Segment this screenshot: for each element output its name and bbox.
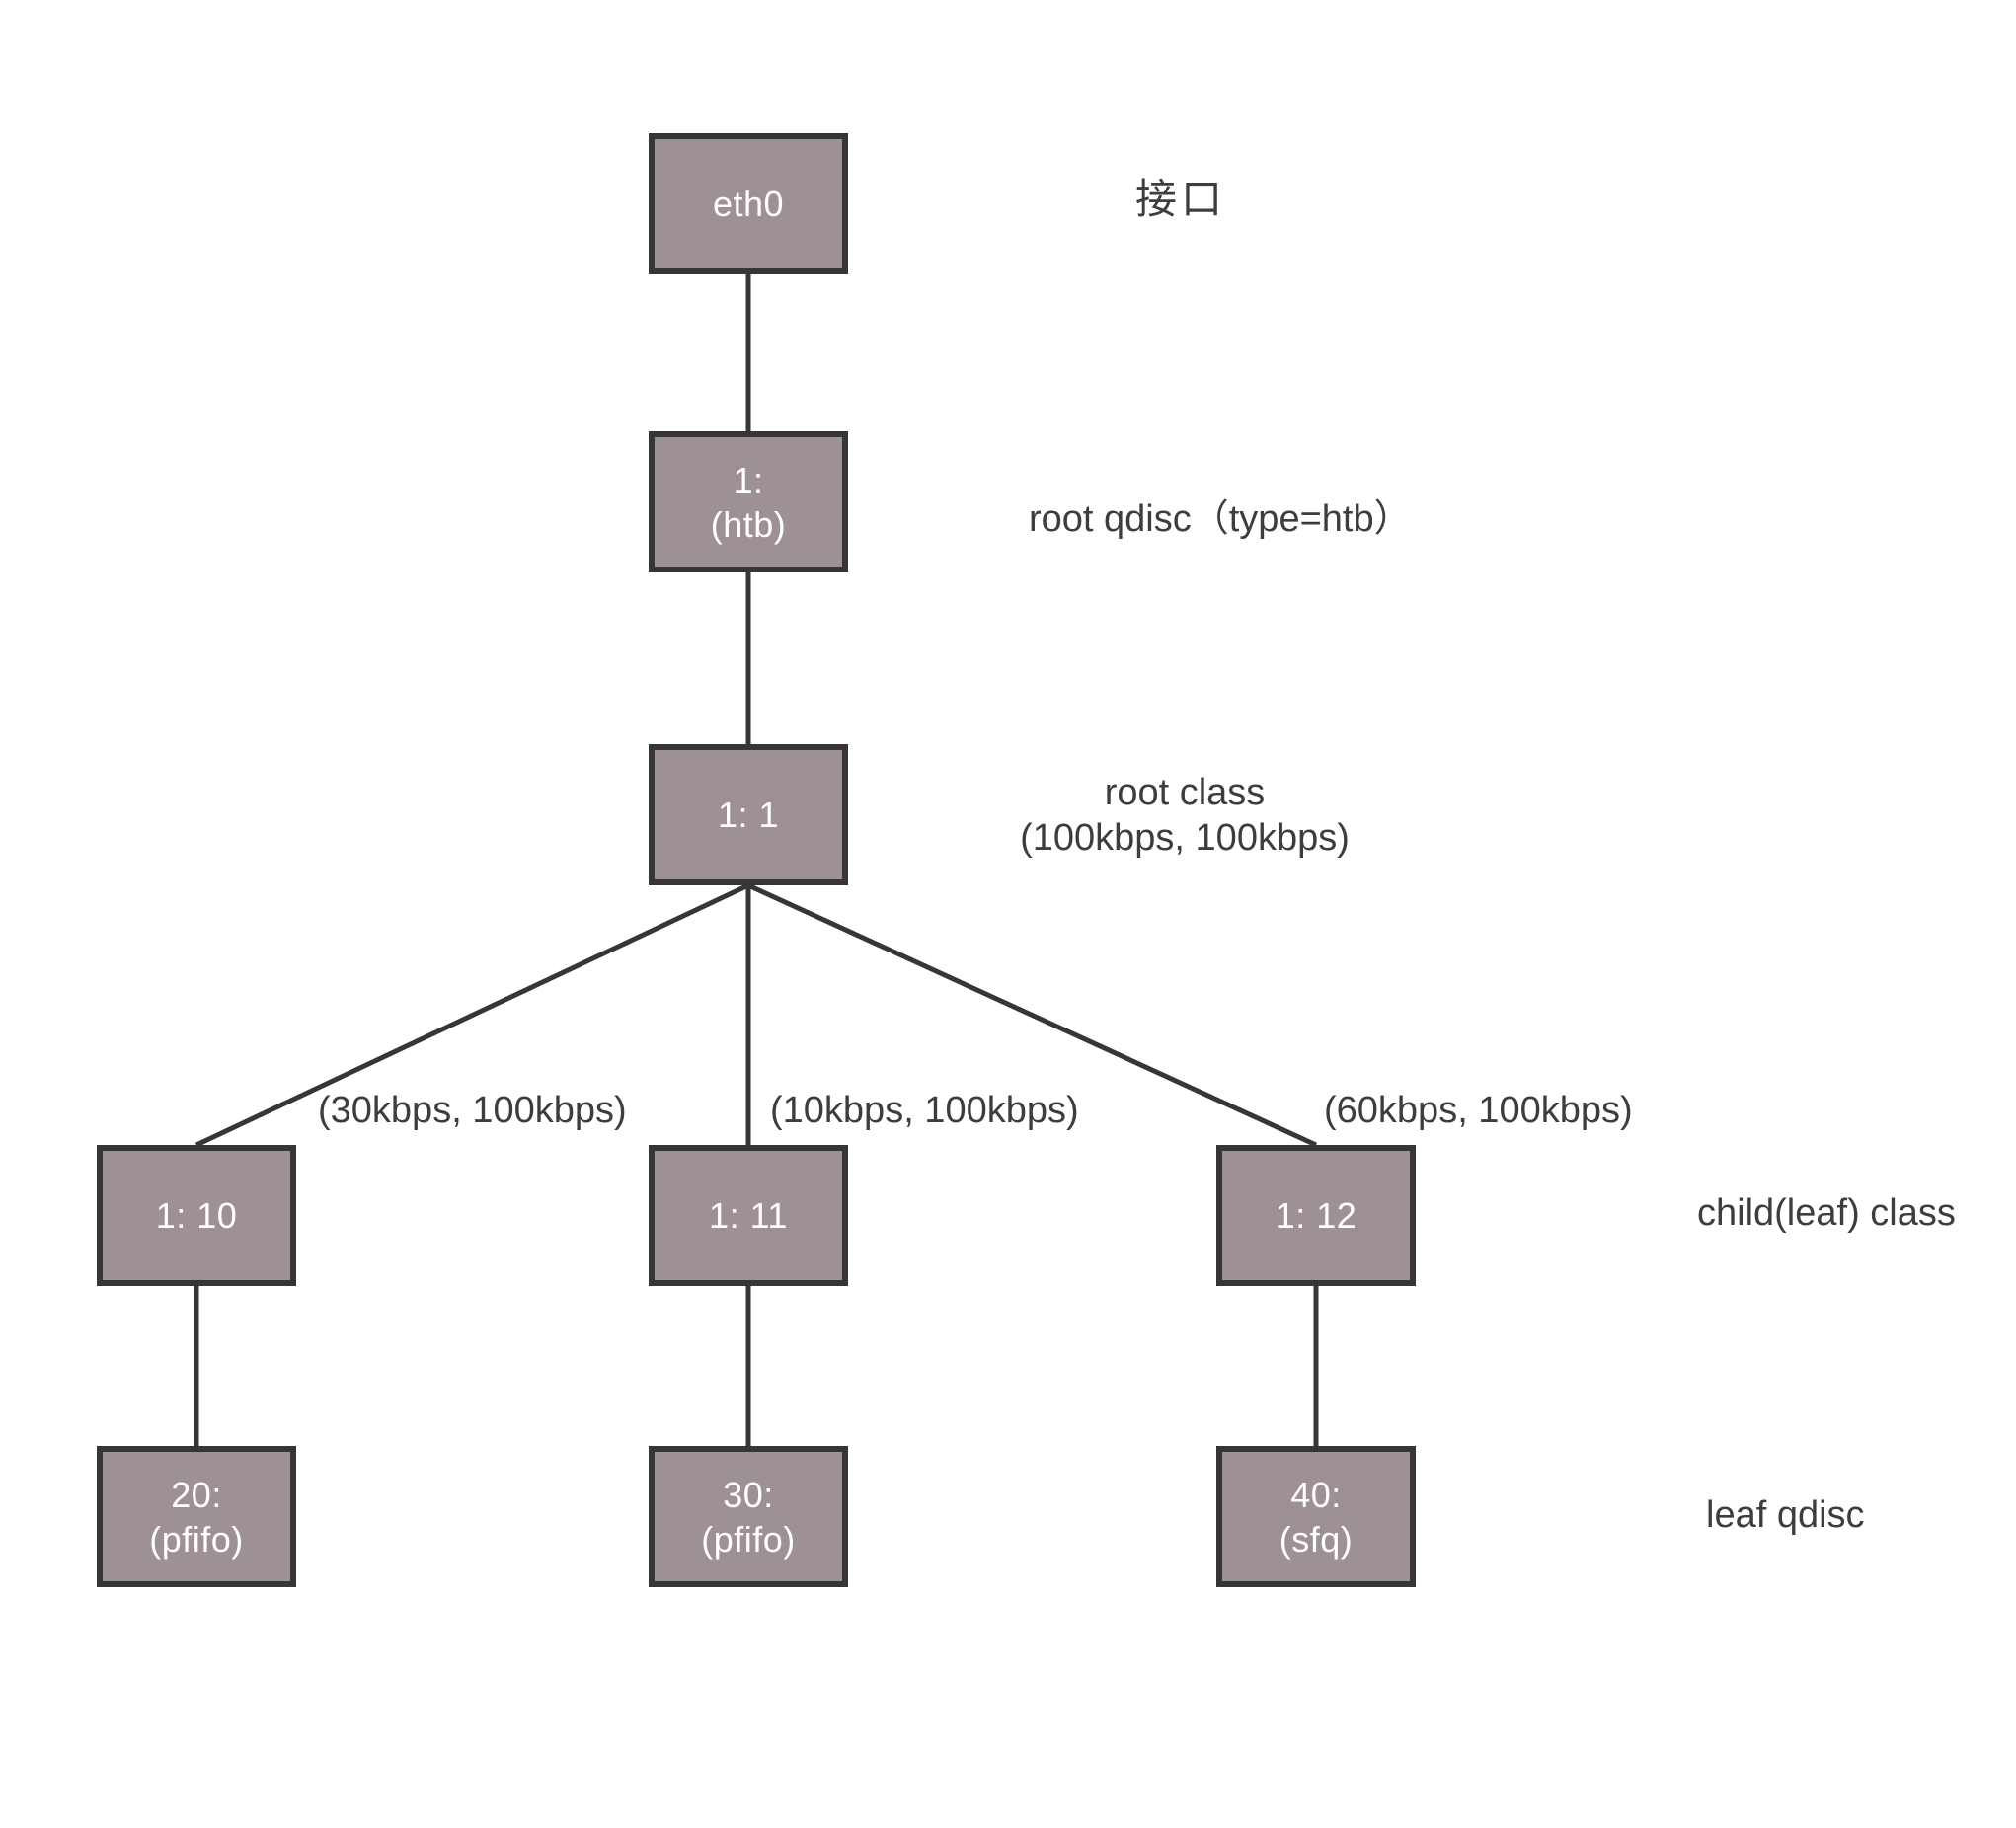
node-leaf-qdisc-20: 20: (pfifo)	[97, 1446, 296, 1587]
node-eth0: eth0	[649, 133, 848, 274]
node-leaf-qdisc-40-line1: 40:	[1290, 1474, 1342, 1515]
node-root-class-1-1: 1: 1	[649, 744, 848, 885]
node-leaf-qdisc-30-line2: (pfifo)	[701, 1518, 796, 1560]
edge-label-60kbps: (60kbps, 100kbps)	[1324, 1090, 1633, 1131]
label-leaf-qdisc: leaf qdisc	[1706, 1494, 1865, 1536]
node-class-1-12: 1: 12	[1216, 1145, 1416, 1286]
node-leaf-qdisc-40-line2: (sfq)	[1279, 1518, 1354, 1560]
node-class-1-10-label: 1: 10	[155, 1195, 238, 1236]
label-root-class: root class (100kbps, 100kbps)	[1007, 770, 1362, 862]
node-root-class-label: 1: 1	[717, 795, 780, 835]
edge-label-30kbps: (30kbps, 100kbps)	[318, 1090, 627, 1131]
label-child-leaf-class: child(leaf) class	[1697, 1192, 1956, 1234]
node-root-qdisc-1: 1: (htb)	[649, 431, 848, 572]
node-class-1-12-label: 1: 12	[1275, 1195, 1357, 1236]
node-class-1-10: 1: 10	[97, 1145, 296, 1286]
label-root-qdisc: root qdisc（type=htb）	[1029, 498, 1412, 540]
label-root-class-line1: root class	[1104, 772, 1266, 813]
node-leaf-qdisc-30-line1: 30:	[723, 1474, 774, 1515]
node-leaf-qdisc-20-line2: (pfifo)	[149, 1518, 244, 1560]
label-root-class-line2: (100kbps, 100kbps)	[1020, 817, 1350, 860]
edge-root-class-to-1-12	[746, 882, 1318, 1148]
node-root-qdisc-line1: 1:	[733, 459, 764, 500]
node-leaf-qdisc-20-line1: 20:	[171, 1474, 222, 1515]
label-interface: 接口	[1135, 176, 1227, 222]
edge-root-class-to-1-10	[194, 882, 750, 1148]
edge-label-10kbps: (10kbps, 100kbps)	[770, 1090, 1079, 1131]
node-eth0-label: eth0	[712, 184, 785, 224]
node-leaf-qdisc-40: 40: (sfq)	[1216, 1446, 1416, 1587]
node-class-1-11: 1: 11	[649, 1145, 848, 1286]
node-root-qdisc-line2: (htb)	[710, 503, 787, 545]
node-leaf-qdisc-30: 30: (pfifo)	[649, 1446, 848, 1587]
node-class-1-11-label: 1: 11	[709, 1195, 788, 1236]
